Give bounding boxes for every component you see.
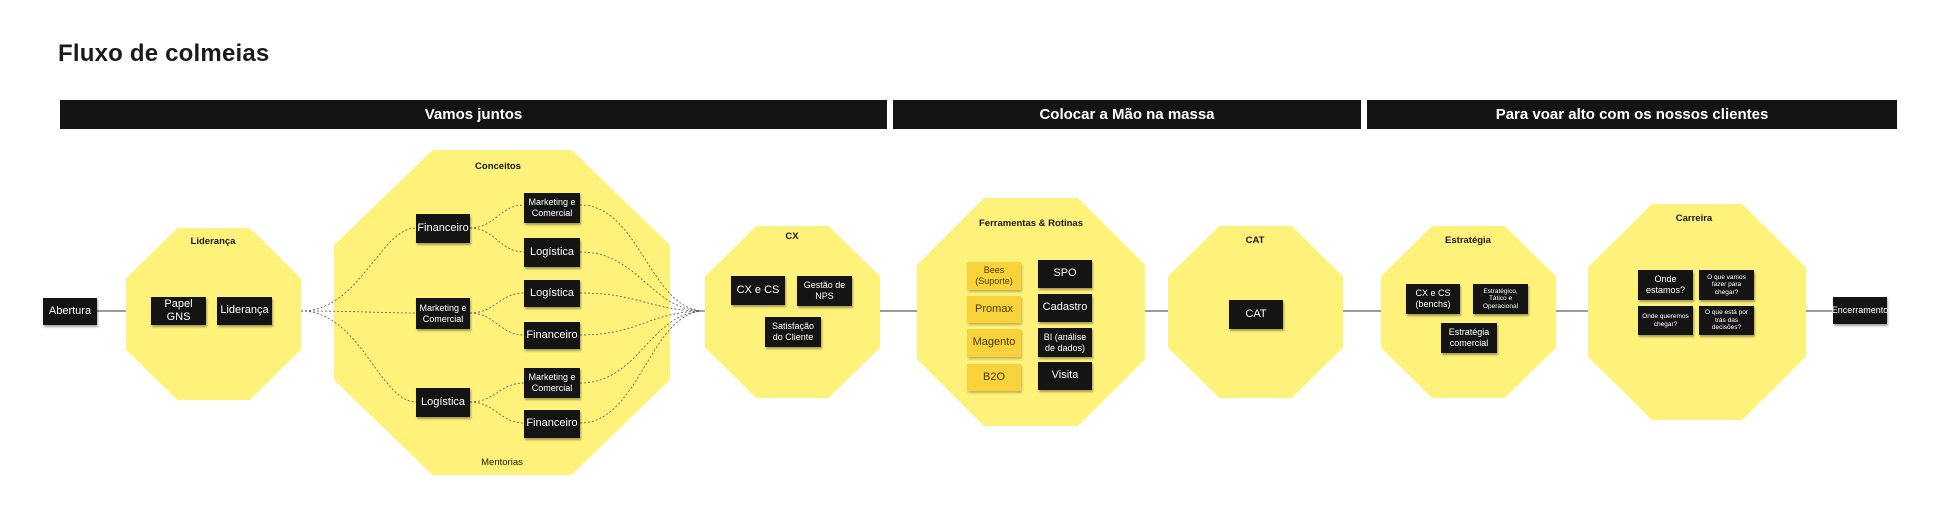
note-encerramento[interactable]: Encerramento [1832,297,1888,324]
hive-carreira [1588,204,1806,420]
connector-curve [300,310,417,403]
hive-ferramentas [917,198,1145,426]
connector-curve [469,204,525,229]
connector-curve [469,401,525,424]
note-cat[interactable]: CAT [1229,300,1283,329]
connector-curve [469,292,525,314]
note-marketing-comercial[interactable]: Marketing e Comercial [524,193,580,223]
hive-conceitos-footer: Mentorias [481,457,523,468]
note-marketing-comercial[interactable]: Marketing e Comercial [416,298,470,329]
connector-curve [300,310,417,314]
note-financeiro[interactable]: Financeiro [416,214,470,243]
note-marketing-comercial[interactable]: Marketing e Comercial [524,368,580,398]
note-o-que-vamos-fazer[interactable]: O que vamos fazer para chegar? [1699,270,1754,300]
note-abertura[interactable]: Abertura [43,298,97,325]
banner-voar-alto: Para voar alto com os nossos clientes [1367,100,1897,129]
connector-curve [579,251,706,312]
hive-carreira-title: Carreira [1675,213,1713,224]
connector-curve [579,204,706,312]
connector-curve [469,227,525,253]
note-satisfacao-cliente[interactable]: Satisfação do Cliente [765,317,821,347]
hive-cat-title: CAT [1245,235,1265,246]
note-lideranca[interactable]: Liderança [217,297,272,325]
connector-curve [469,312,525,336]
note-o-que-esta-por-tras[interactable]: O que está por trás das decisões? [1699,306,1754,335]
banner-mao-na-massa: Colocar a Mão na massa [893,100,1361,129]
connector-curve [469,382,525,403]
note-cx-e-cs-benchs[interactable]: CX e CS (benchs) [1406,284,1460,314]
hive-conceitos-title: Conceitos [475,161,521,172]
note-onde-queremos-chegar[interactable]: Onde queremos chegar? [1638,306,1693,335]
board-title: Fluxo de colmeias [58,40,270,67]
note-financeiro[interactable]: Financeiro [524,410,580,438]
note-estrategia-comercial[interactable]: Estratégia comercial [1441,323,1497,353]
note-gestao-nps[interactable]: Gestão de NPS [797,276,852,306]
note-logistica[interactable]: Logística [416,388,470,417]
note-papel-gns[interactable]: Papel GNS [151,297,206,325]
note-bees-suporte[interactable]: Bees (Suporte) [967,262,1021,290]
note-financeiro[interactable]: Financeiro [524,322,580,349]
banner-vamos-juntos: Vamos juntos [60,100,887,129]
note-logistica[interactable]: Logística [524,280,580,307]
note-b2o[interactable]: B2O [967,364,1021,391]
note-cadastro[interactable]: Cadastro [1038,294,1092,322]
note-magento[interactable]: Magento [967,329,1021,357]
connector-curve [579,292,706,312]
note-estrategico-tatico-operacional[interactable]: Estratégico, Tático e Operacional [1473,284,1528,314]
hive-lideranca-title: Liderança [190,236,236,247]
hive-cx-title: CX [785,231,799,242]
note-logistica[interactable]: Logística [524,238,580,267]
note-visita[interactable]: Visita [1038,362,1092,390]
connector-curve [579,310,706,384]
hive-ferramentas-title: Ferramentas & Rotinas [978,218,1084,229]
hive-cx [705,226,880,398]
note-promax[interactable]: Promax [967,296,1021,323]
hive-estrategia-title: Estratégia [1445,235,1491,246]
connector-curve [579,310,706,424]
note-spo[interactable]: SPO [1038,260,1092,288]
connector-curve [300,227,417,312]
connector-curve [579,310,706,336]
note-cx-e-cs[interactable]: CX e CS [731,276,785,305]
note-onde-estamos[interactable]: Onde estamos? [1638,270,1693,300]
note-bi-analise-dados[interactable]: BI (análise de dados) [1038,328,1092,357]
